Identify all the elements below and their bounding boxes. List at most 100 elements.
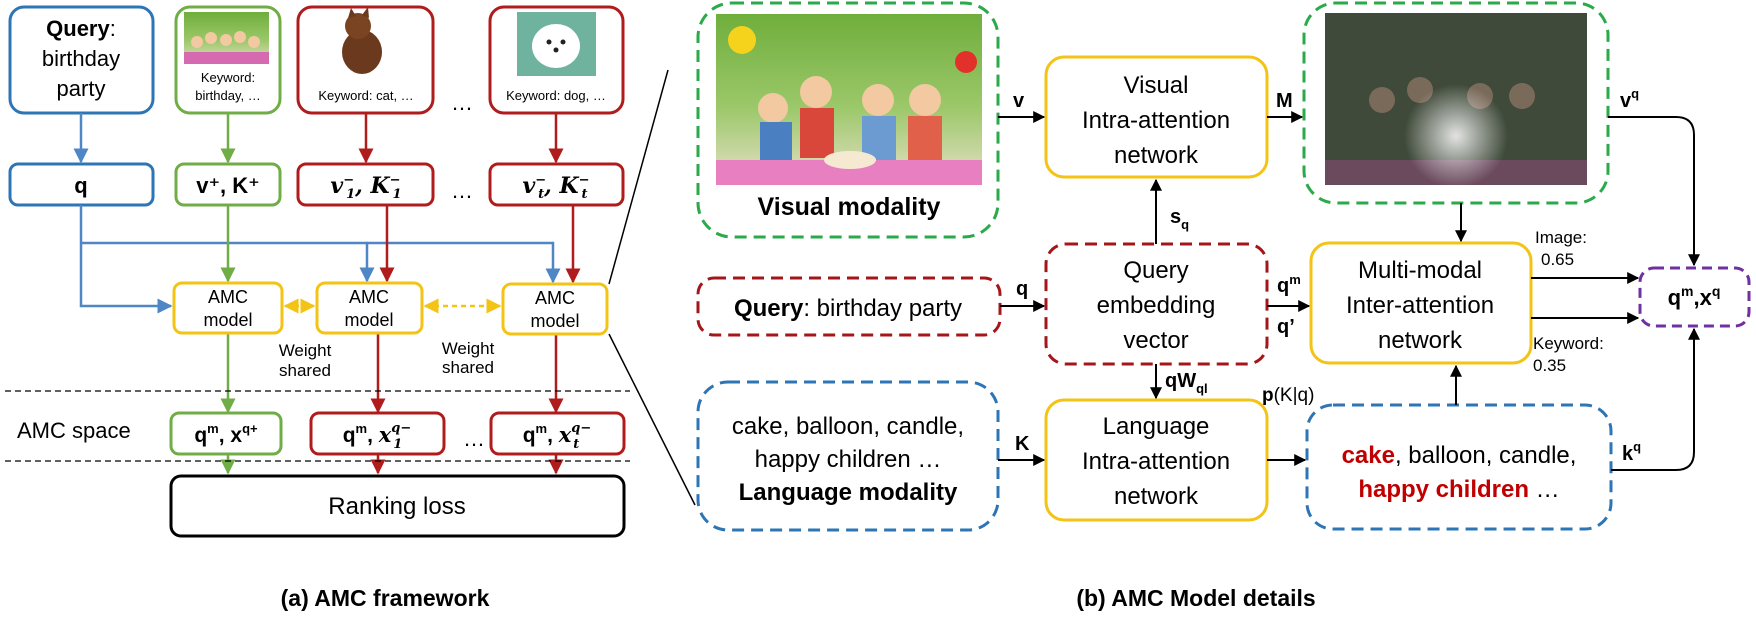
svg-text:Intra-attention: Intra-attention: [1082, 448, 1230, 475]
attended-keywords-box: cake, balloon, candle, happy children …: [1305, 403, 1613, 531]
language-intra-attention-box: Language Intra-attention network: [1044, 398, 1269, 522]
amc-space-neg1-box: qm, xq−1: [309, 411, 446, 456]
party-thumbnail: [184, 12, 269, 64]
svg-text:model: model: [344, 310, 393, 330]
svg-text:qm, xq−1: qm, xq−1: [343, 421, 412, 452]
label-keyword-weight-2: 0.35: [1533, 356, 1566, 375]
svg-text:AMC: AMC: [208, 287, 248, 307]
svg-text:Inter-attention: Inter-attention: [1346, 292, 1494, 319]
svg-text:Ranking loss: Ranking loss: [328, 493, 465, 520]
output-box: qm,xq: [1638, 266, 1751, 328]
ellipsis-mid: …: [451, 178, 473, 203]
label-sq: sq: [1170, 206, 1189, 232]
label-q: q: [1016, 278, 1028, 300]
label-qm: qm: [1277, 272, 1301, 297]
amc-space-label: AMC space: [17, 418, 131, 443]
attended-image-box: [1302, 1, 1610, 205]
label-vq: vq: [1620, 86, 1639, 112]
amc-space-positive-box: qm, xq+: [169, 411, 283, 456]
svg-text:cake, balloon, candle,: cake, balloon, candle,: [1342, 442, 1577, 469]
label-keyword-weight-1: Keyword:: [1533, 334, 1604, 353]
amc-model-box-1: AMC model: [172, 281, 284, 335]
dog-keyword: Keyword: dog, …: [506, 88, 606, 103]
vk-positive-box: v⁺, K⁺: [174, 162, 282, 207]
svg-text:v⁺, K⁺: v⁺, K⁺: [196, 173, 260, 198]
svg-text:network: network: [1114, 483, 1199, 510]
dog-image-box: Keyword: dog, …: [488, 5, 625, 115]
positive-image-box: Keyword: birthday, …: [174, 5, 282, 115]
svg-text:AMC: AMC: [349, 287, 389, 307]
svg-text:Language: Language: [1103, 413, 1210, 440]
red-arrows: [358, 113, 581, 475]
label-M: M: [1276, 90, 1293, 112]
cat-keyword: Keyword: cat, …: [318, 88, 413, 103]
weight-shared-2-line2: shared: [442, 358, 494, 377]
svg-text:q: q: [74, 173, 87, 198]
vk-neg1-box: v−1, K−1: [296, 162, 435, 207]
caption-b: (b) AMC Model details: [1076, 585, 1315, 611]
query-label: Query: [46, 16, 110, 41]
svg-text:network: network: [1114, 142, 1199, 169]
pos-keyword-line2: birthday, …: [195, 88, 261, 103]
query-input-box: Query: birthday party: [696, 276, 1002, 337]
ellipsis-bottom: …: [463, 426, 485, 451]
ranking-loss-box: Ranking loss: [169, 474, 626, 538]
zoom-line-top: [608, 69, 669, 285]
svg-text:happy children …: happy children …: [1358, 476, 1559, 503]
svg-text:Query: Query: [1123, 257, 1188, 284]
party-photo: [716, 14, 982, 185]
label-image-weight-2: 0.65: [1541, 250, 1574, 269]
svg-text:Visual: Visual: [1124, 72, 1189, 99]
caption-a: (a) AMC framework: [281, 585, 490, 611]
query-text-line1: birthday: [42, 46, 120, 71]
svg-text:model: model: [530, 311, 579, 331]
query-text-line2: party: [57, 76, 106, 101]
panel-b-arrows: [998, 111, 1700, 471]
svg-text:AMC: AMC: [535, 288, 575, 308]
zoom-line-bottom: [608, 333, 696, 506]
attended-word-happy-children: happy children: [1358, 476, 1529, 503]
svg-text:Query:: Query:: [46, 16, 116, 41]
q-arrows: [73, 113, 561, 314]
svg-text:network: network: [1378, 327, 1463, 354]
q-box: q: [8, 162, 155, 207]
multimodal-inter-attention-box: Multi-modal Inter-attention network: [1309, 241, 1533, 365]
cat-image-box: Keyword: cat, …: [296, 5, 435, 115]
weight-shared-1-line2: shared: [279, 361, 331, 380]
svg-text:Query: birthday party: Query: birthday party: [734, 295, 962, 322]
language-words-line1: cake, balloon, candle,: [732, 413, 964, 440]
weight-shared-1-line1: Weight: [279, 341, 332, 360]
svg-text:qm, xq+: qm, xq+: [194, 421, 258, 447]
query-box: Query: birthday party: [8, 5, 155, 115]
svg-text:Intra-attention: Intra-attention: [1082, 107, 1230, 134]
label-kq: kq: [1622, 439, 1641, 465]
language-modality-label: Language modality: [739, 479, 958, 506]
label-qWql: qWql: [1165, 370, 1208, 396]
dog-thumbnail: [517, 12, 596, 76]
svg-text:qm,xq: qm,xq: [1668, 283, 1721, 310]
language-words-line2: happy children …: [755, 446, 942, 473]
pos-keyword-line1: Keyword:: [201, 70, 255, 85]
attended-word-cake: cake: [1342, 442, 1395, 469]
ellipsis-top: …: [451, 90, 473, 115]
label-qprime: q’: [1277, 316, 1295, 338]
svg-text:qm, xq−t: qm, xq−t: [523, 421, 592, 452]
cat-thumbnail: [342, 7, 382, 74]
visual-modality-box: Visual modality: [696, 1, 1000, 239]
svg-text:v−t, K−t: v−t, K−t: [522, 173, 589, 202]
label-v: v: [1013, 90, 1025, 112]
language-modality-box: cake, balloon, candle, happy children … …: [696, 380, 1000, 532]
query-input-label: Query: [734, 295, 804, 322]
vk-negt-box: v−t, K−t: [488, 162, 625, 207]
svg-text:model: model: [203, 310, 252, 330]
svg-text:v−1, K−1: v−1, K−1: [330, 173, 401, 202]
attended-photo: [1325, 13, 1587, 188]
svg-text:vector: vector: [1123, 327, 1188, 354]
amc-space-negt-box: qm, xq−t: [489, 411, 626, 456]
visual-intra-attention-box: Visual Intra-attention network: [1044, 55, 1269, 179]
label-pKq: p(K|q): [1262, 385, 1314, 406]
svg-text:embedding: embedding: [1097, 292, 1216, 319]
amc-model-box-3: AMC model: [501, 282, 609, 336]
label-K: K: [1015, 433, 1030, 455]
